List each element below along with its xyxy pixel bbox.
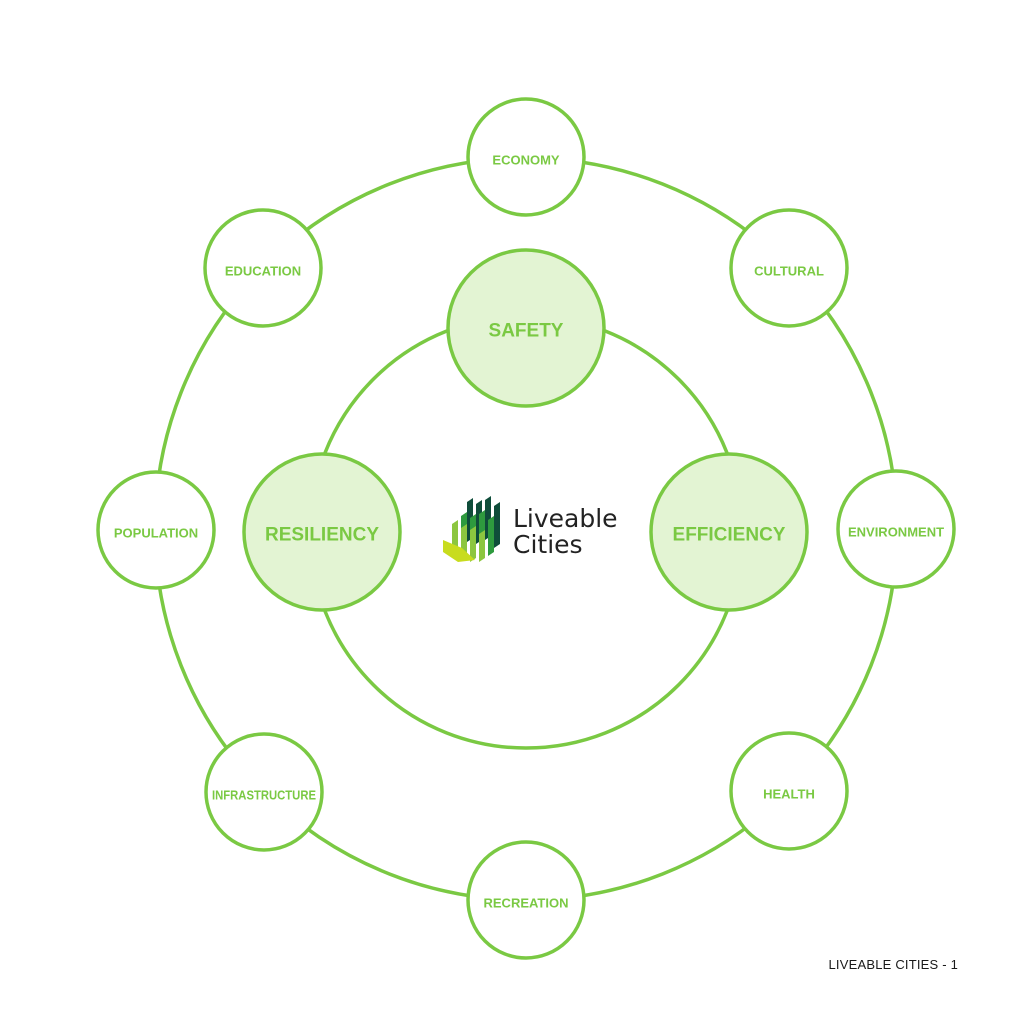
outer-node-label: RECREATION	[484, 896, 569, 911]
outer-node-label: HEALTH	[763, 787, 815, 802]
liveable-cities-logo: Liveable Cities	[443, 496, 618, 562]
outer-node-environment: ENVIRONMENT	[836, 469, 956, 589]
inner-node-label: SAFETY	[489, 321, 564, 342]
bar-cluster-icon	[443, 496, 500, 562]
outer-node-label: POPULATION	[114, 526, 198, 541]
outer-node-economy: ECONOMY	[466, 97, 586, 217]
inner-node-resiliency: RESILIENCY	[242, 452, 402, 612]
outer-node-label: ECONOMY	[492, 153, 560, 168]
outer-node-education: EDUCATION	[203, 208, 323, 328]
outer-node-health: HEALTH	[729, 731, 849, 851]
outer-node-population: POPULATION	[96, 470, 216, 590]
logo-text-line2: Cities	[513, 530, 583, 559]
inner-node-efficiency: EFFICIENCY	[649, 452, 809, 612]
logo-text-line1: Liveable	[513, 504, 618, 533]
outer-node-label: CULTURAL	[754, 264, 824, 279]
inner-node-label: RESILIENCY	[265, 525, 379, 546]
outer-node-label: EDUCATION	[225, 264, 301, 279]
outer-node-label: INFRASTRUCTURE	[212, 788, 316, 803]
outer-node-infrastructure: INFRASTRUCTURE	[204, 732, 324, 852]
outer-node-recreation: RECREATION	[466, 840, 586, 960]
page-footer: LIVEABLE CITIES - 1	[828, 957, 958, 972]
outer-node-label: ENVIRONMENT	[848, 525, 944, 540]
outer-node-cultural: CULTURAL	[729, 208, 849, 328]
inner-node-safety: SAFETY	[446, 248, 606, 408]
inner-node-label: EFFICIENCY	[673, 525, 786, 546]
